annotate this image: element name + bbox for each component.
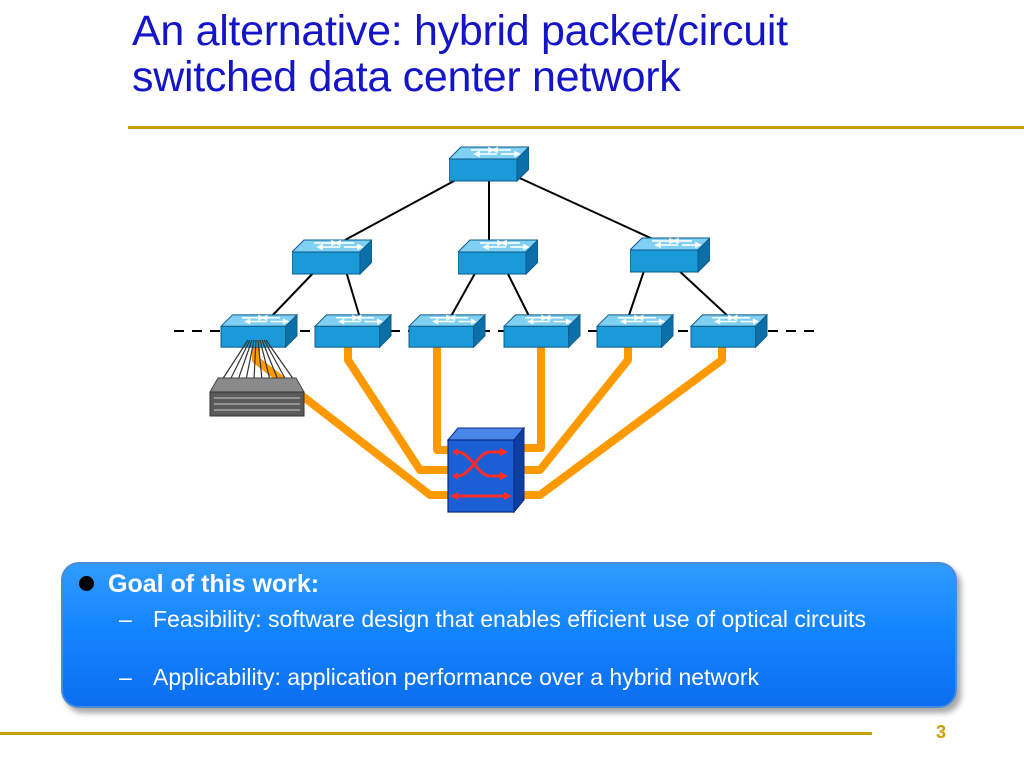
optical-circuit-switch bbox=[446, 426, 526, 514]
network-diagram bbox=[174, 146, 816, 514]
goal-heading: Goal of this work: bbox=[108, 570, 320, 598]
tor-switch bbox=[503, 314, 581, 348]
title-divider bbox=[128, 126, 1024, 129]
goal-item-text: Applicability: application performance o… bbox=[153, 664, 759, 690]
core-switch bbox=[449, 146, 529, 182]
tor-switch bbox=[220, 314, 298, 348]
aggregation-switch bbox=[630, 237, 710, 273]
tor-switch bbox=[596, 314, 674, 348]
slide-title: An alternative: hybrid packet/circuit sw… bbox=[132, 8, 1012, 100]
goal-item-text: Feasibility: software design that enable… bbox=[153, 606, 866, 632]
aggregation-switch bbox=[458, 239, 538, 275]
title-line-2: switched data center network bbox=[132, 53, 681, 101]
goal-callout: Goal of this work: – Feasibility: softwa… bbox=[61, 562, 957, 708]
footer-divider bbox=[0, 732, 872, 735]
tor-switch bbox=[408, 314, 486, 348]
bullet-icon bbox=[79, 576, 94, 592]
aggregation-switch bbox=[292, 239, 372, 275]
dash-bullet: – bbox=[119, 606, 132, 632]
page-number: 3 bbox=[936, 722, 947, 742]
crossbar-icon bbox=[457, 450, 504, 498]
dash-bullet: – bbox=[119, 664, 132, 690]
server-rack-icon bbox=[209, 339, 305, 417]
tor-switch bbox=[690, 314, 768, 348]
goal-heading-row: Goal of this work: bbox=[73, 570, 319, 599]
packet-links bbox=[269, 174, 731, 319]
tor-switch bbox=[314, 314, 392, 348]
title-line-1: An alternative: hybrid packet/circuit bbox=[132, 7, 788, 55]
